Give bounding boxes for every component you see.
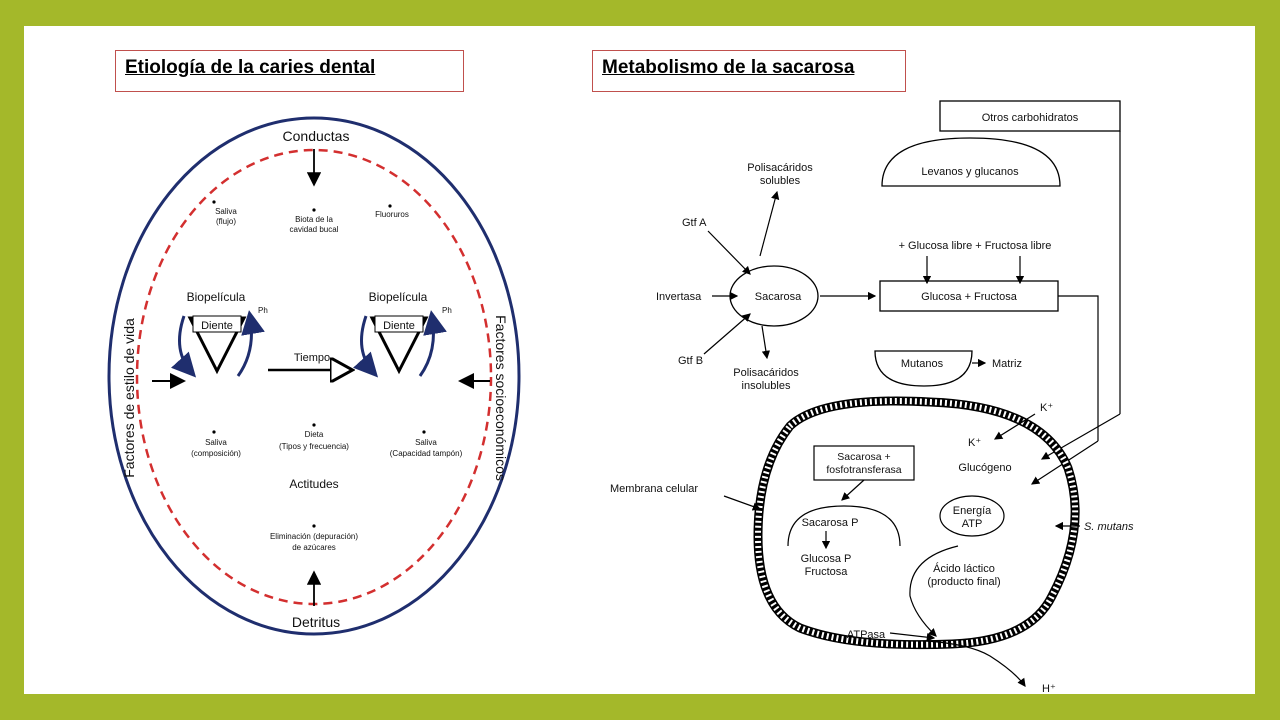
label-fluoruros: Fluoruros (375, 210, 409, 219)
arrow-membrana (723, 495, 762, 511)
label-gtf-a: Gtf A (682, 217, 707, 229)
label-energia-1: Energía (953, 505, 992, 517)
label-polisac-solubles-1: Polisacáridos (747, 162, 813, 174)
label-glucosa-fructosa: Glucosa + Fructosa (921, 291, 1018, 303)
mutanos-shape (874, 350, 973, 387)
label-energia-2: ATP (962, 518, 983, 530)
label-glucosa-p-1: Glucosa P (801, 553, 852, 565)
label-sac-fosfo-1: Sacarosa + (837, 451, 890, 463)
label-sacarosa: Sacarosa (755, 291, 802, 303)
label-otros: Otros carbohidratos (982, 112, 1079, 124)
label-eliminacion-2: de azúcares (292, 543, 336, 552)
arrow-atpasa (889, 632, 936, 642)
label-acido-2: (producto final) (927, 576, 1000, 588)
sacarosa-p-arc (787, 505, 901, 547)
label-ph-left: Ph (258, 306, 268, 315)
label-polisac-insolubles-1: Polisacáridos (733, 367, 799, 379)
label-membrana: Membrana celular (610, 483, 698, 495)
outer-ellipse (107, 116, 521, 636)
label-mutanos: Mutanos (901, 358, 944, 370)
levanos-shape (881, 137, 1061, 187)
curve-arrow-right-a (353, 315, 379, 378)
label-polisac-solubles-2: solubles (760, 175, 801, 187)
arrow-gtf-b (703, 313, 751, 355)
label-saliva-tampon-2: (Capacidad tampón) (390, 449, 463, 458)
label-gtf-b: Gtf B (678, 355, 703, 367)
sacarosa-ellipse (729, 265, 819, 327)
label-estilo-vida: Factores de estilo de vida (121, 318, 137, 478)
label-saliva-comp-2: (composición) (191, 449, 241, 458)
label-tiempo: Tiempo (294, 352, 330, 364)
label-dieta-2: (Tipos y frecuencia) (279, 442, 349, 451)
label-sacarosa-p: Sacarosa P (802, 517, 859, 529)
slide: Etiología de la caries dental Metabolism… (24, 26, 1255, 695)
label-k-plus-outer: K⁺ (1040, 402, 1053, 414)
cell-membrane-inner (754, 398, 1079, 648)
label-conductas: Conductas (283, 128, 350, 144)
label-biopelicula-right: Biopelícula (369, 290, 428, 304)
label-h-plus: H⁺ (1042, 683, 1056, 692)
label-eliminacion-1: Eliminación (depuración) (270, 532, 358, 541)
metabolism-title: Metabolismo de la sacarosa (592, 50, 906, 92)
arrow-solubles (759, 190, 780, 257)
arrow-gtf-a (707, 230, 751, 275)
label-invertasa: Invertasa (656, 291, 702, 303)
label-biota-1: Biota de la (295, 215, 333, 224)
label-ph-right: Ph (442, 306, 452, 315)
curve-arrow-left-a (171, 315, 197, 378)
label-glucogeno: Glucógeno (958, 462, 1011, 474)
label-polisac-insolubles-2: insolubles (742, 380, 791, 392)
curve-arrow-left-b (236, 310, 265, 377)
label-biota-2: cavidad bucal (290, 225, 339, 234)
arrow-k-plus (993, 413, 1036, 440)
label-saliva-comp-1: Saliva (205, 438, 227, 447)
label-acido-1: Ácido láctico (933, 562, 995, 575)
arc-atpasa (925, 640, 1026, 687)
line-glucosa (1058, 295, 1099, 441)
label-actitudes: Actitudes (289, 477, 338, 491)
label-saliva-flujo-2: (flujo) (216, 217, 236, 226)
label-atpasa: ATPasa (847, 629, 886, 641)
otros-carbohidratos-box (939, 100, 1121, 132)
etiology-diagram: Conductas Saliva (flujo) Biota de la cav… (52, 111, 592, 641)
metabolism-diagram: Otros carbohidratos Polisacáridos solubl… (590, 96, 1170, 695)
arrow-sac-fosfo (841, 479, 865, 501)
label-saliva-tampon-1: Saliva (415, 438, 437, 447)
label-biopelicula-left: Biopelícula (187, 290, 246, 304)
etiology-title: Etiología de la caries dental (115, 50, 464, 92)
label-socioeconomicos: Factores socioeconómicos (493, 315, 509, 481)
label-levanos: Levanos y glucanos (921, 166, 1019, 178)
energia-ellipse (939, 495, 1005, 537)
label-glucosa-p-2: Fructosa (805, 566, 849, 578)
label-s-mutans: S. mutans (1084, 521, 1134, 533)
label-detritus: Detritus (292, 614, 340, 630)
curve-acido (909, 545, 959, 637)
label-diente-right: Diente (383, 320, 415, 332)
curve-arrow-right-b (418, 310, 447, 377)
label-dieta-1: Dieta (305, 430, 324, 439)
label-glucosa-libre: + Glucosa libre + Fructosa libre (899, 240, 1052, 252)
label-matriz: Matriz (992, 358, 1022, 370)
label-k-plus-inner: K⁺ (968, 437, 981, 449)
label-sac-fosfo-2: fosfotransferasa (826, 464, 901, 476)
arrow-insolubles (761, 325, 771, 360)
label-saliva-flujo-1: Saliva (215, 207, 237, 216)
label-diente-left: Diente (201, 320, 233, 332)
